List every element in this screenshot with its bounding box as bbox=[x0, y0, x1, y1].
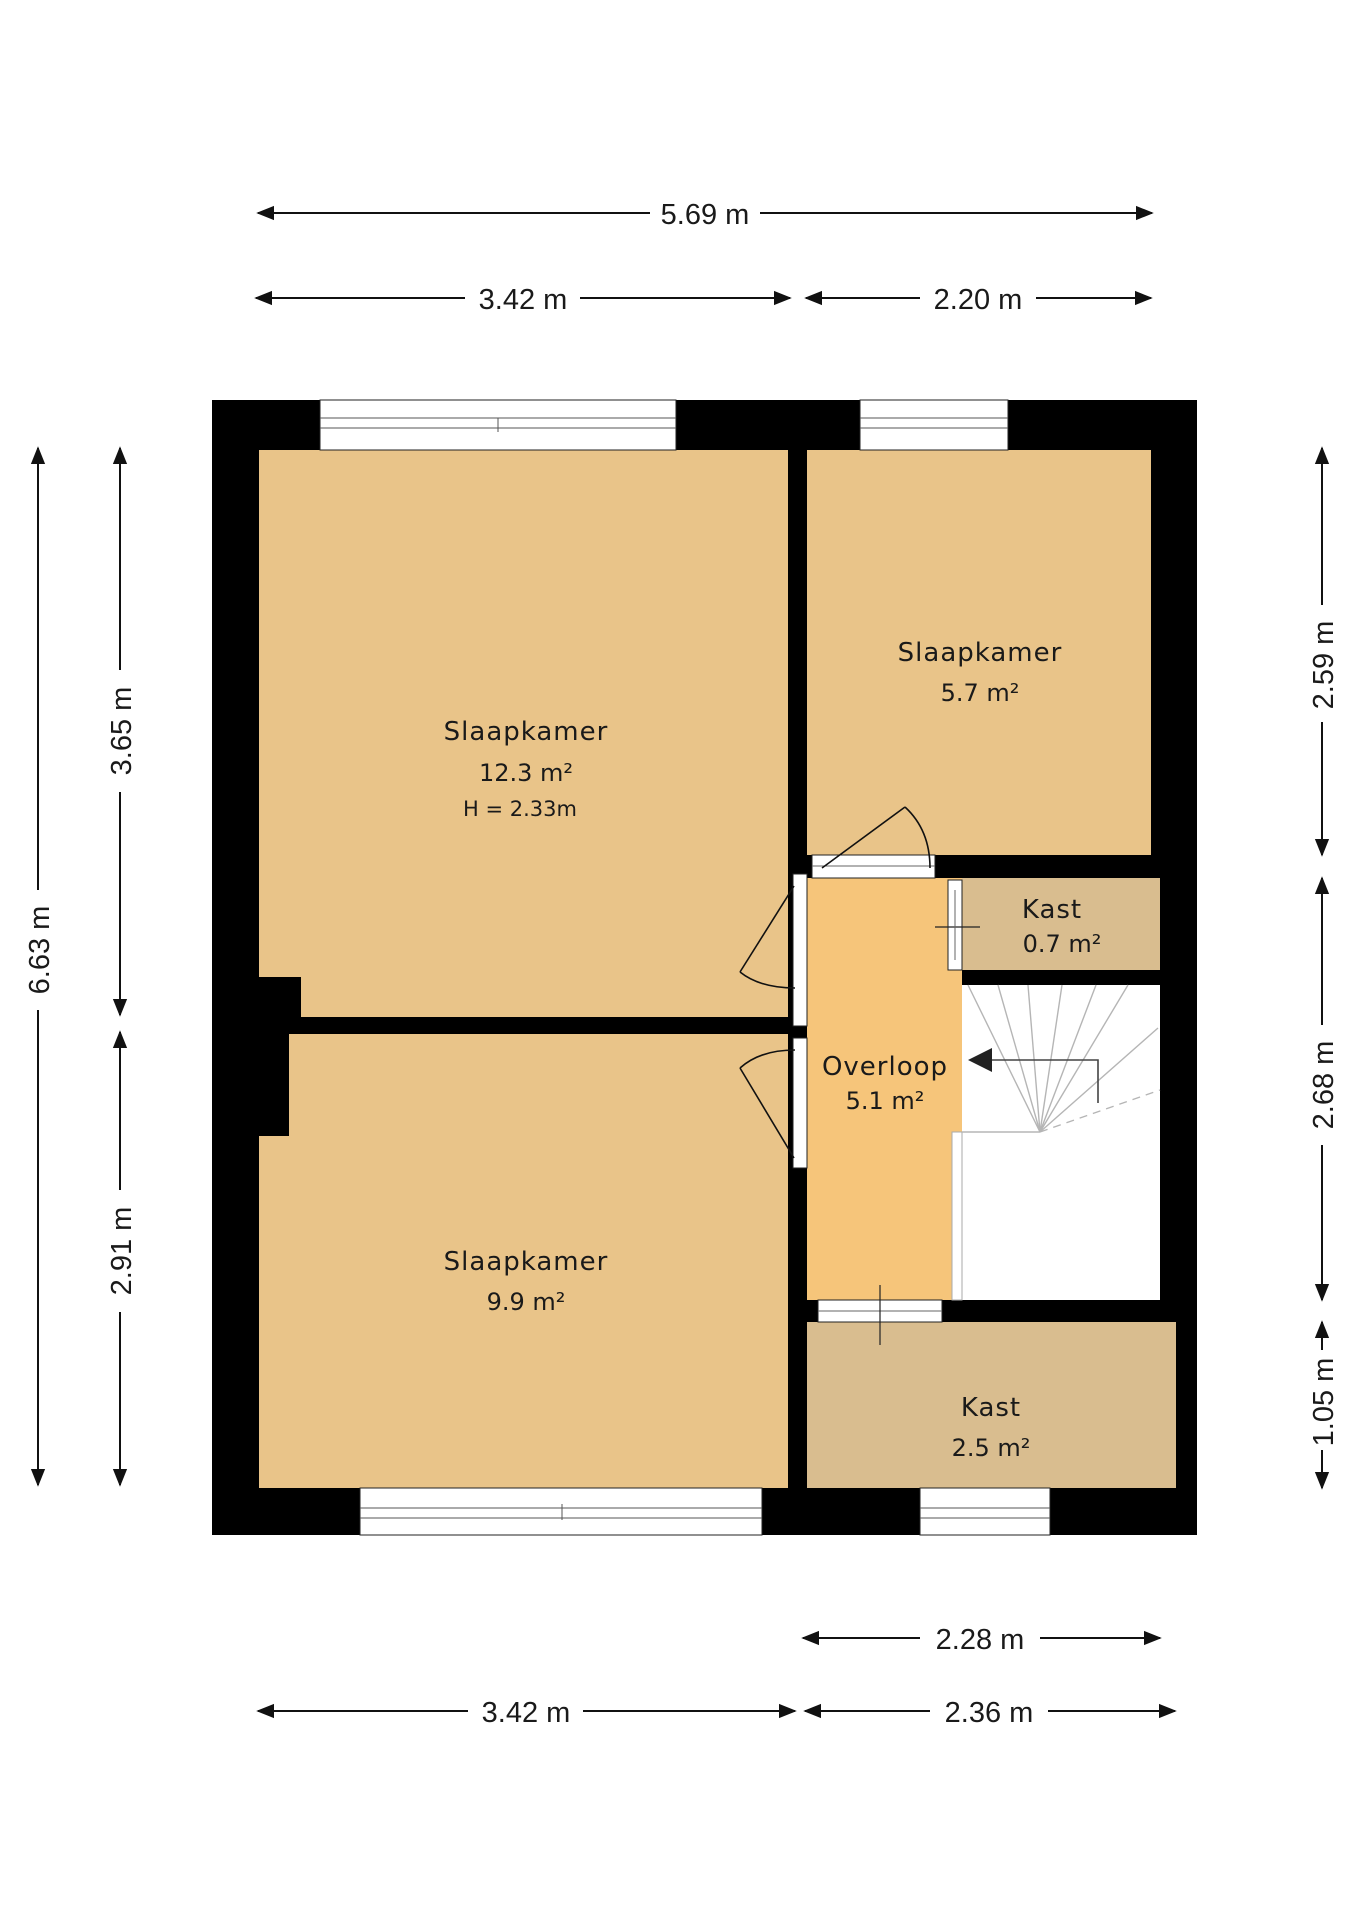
door-closet-large bbox=[817, 1285, 943, 1345]
room-name: Kast bbox=[1022, 895, 1082, 925]
door-bedroom-small bbox=[811, 806, 936, 879]
dimension-bottom-short: 2.28 m bbox=[801, 1624, 1162, 1656]
room-area: 2.5 m² bbox=[952, 1434, 1031, 1462]
room-bedroom-large bbox=[259, 450, 788, 1017]
room-area: 5.7 m² bbox=[941, 679, 1020, 707]
room-area: 5.1 m² bbox=[846, 1087, 925, 1115]
dimension-top-left: 3.42 m bbox=[254, 284, 792, 316]
dimension-right-middle: 2.68 m bbox=[1308, 876, 1340, 1302]
dimension-top-right: 2.20 m bbox=[804, 284, 1153, 316]
dimension-right-upper: 2.59 m bbox=[1308, 446, 1340, 857]
room-closet-large bbox=[807, 1322, 1176, 1488]
door-closet-small bbox=[935, 879, 980, 971]
label-closet-large: Kast 2.5 m² bbox=[952, 1393, 1031, 1462]
stair-direction-arrow-icon bbox=[968, 1048, 992, 1072]
label-landing: Overloop 5.1 m² bbox=[822, 1052, 948, 1115]
label-closet-small: Kast 0.7 m² bbox=[1022, 895, 1102, 958]
window-bottom-right bbox=[919, 1487, 1051, 1536]
dimension-label: 3.42 m bbox=[479, 284, 568, 316]
dimension-label: 5.69 m bbox=[661, 199, 750, 231]
dimension-label: 1.05 m bbox=[1308, 1358, 1340, 1447]
room-area: 12.3 m² bbox=[479, 759, 573, 787]
window-top-left bbox=[319, 399, 677, 451]
room-area: 0.7 m² bbox=[1023, 930, 1102, 958]
label-bedroom-small: Slaapkamer 5.7 m² bbox=[898, 638, 1063, 707]
dimension-label: 2.28 m bbox=[936, 1624, 1025, 1656]
dimension-bottom-right: 2.36 m bbox=[803, 1697, 1177, 1729]
dimension-label: 2.59 m bbox=[1308, 621, 1340, 710]
room-name: Slaapkamer bbox=[444, 717, 609, 747]
dimension-label: 6.63 m bbox=[24, 906, 56, 995]
door-bedroom-large bbox=[739, 873, 808, 1027]
door-bedroom-lower bbox=[739, 1037, 808, 1169]
dimension-label: 2.36 m bbox=[945, 1697, 1034, 1729]
dimension-left-total: 6.63 m bbox=[24, 446, 56, 1487]
dimension-label: 2.68 m bbox=[1308, 1041, 1340, 1130]
dimension-bottom-left: 3.42 m bbox=[256, 1697, 797, 1729]
room-area: 9.9 m² bbox=[487, 1288, 566, 1316]
dimension-label: 2.20 m bbox=[934, 284, 1023, 316]
dimension-right-lower: 1.05 m bbox=[1308, 1320, 1340, 1490]
room-landing bbox=[807, 878, 962, 1300]
room-bedroom-lower bbox=[259, 1034, 788, 1488]
window-bottom-left bbox=[359, 1487, 763, 1536]
room-name: Slaapkamer bbox=[444, 1247, 609, 1277]
dimension-label: 3.65 m bbox=[106, 687, 138, 776]
dimension-label: 3.42 m bbox=[482, 1697, 571, 1729]
room-name: Overloop bbox=[822, 1052, 948, 1082]
room-closet-small bbox=[962, 878, 1160, 970]
label-bedroom-large: Slaapkamer 12.3 m² H = 2.33m bbox=[444, 717, 609, 821]
dimension-left-upper: 3.65 m bbox=[106, 446, 138, 1017]
dimension-top-total: 5.69 m bbox=[256, 199, 1154, 231]
window-top-right bbox=[859, 399, 1009, 451]
dimension-left-lower: 2.91 m bbox=[106, 1030, 138, 1487]
room-name: Slaapkamer bbox=[898, 638, 1063, 668]
wall-notch bbox=[259, 977, 301, 1017]
wall-notch-lower bbox=[259, 1034, 289, 1136]
label-bedroom-lower: Slaapkamer 9.9 m² bbox=[444, 1247, 609, 1316]
room-height: H = 2.33m bbox=[463, 797, 577, 821]
staircase bbox=[951, 984, 1161, 1301]
room-bedroom-small bbox=[807, 450, 1151, 855]
dimension-label: 2.91 m bbox=[106, 1207, 138, 1296]
room-name: Kast bbox=[961, 1393, 1021, 1423]
